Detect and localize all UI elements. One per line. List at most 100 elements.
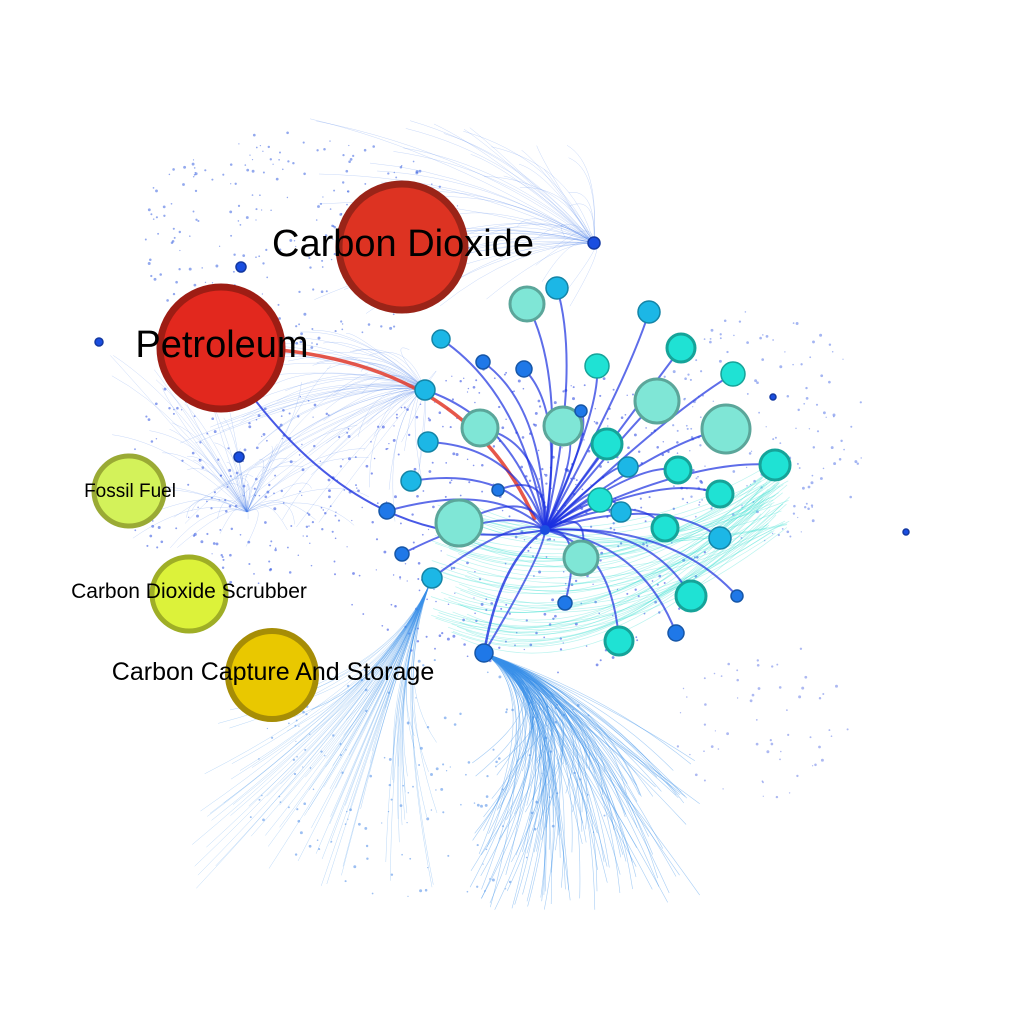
cloud-point [513,390,515,393]
graph-node[interactable] [417,431,439,453]
graph-node[interactable] [665,332,697,364]
graph-node[interactable] [708,526,732,550]
fan-edge [483,652,633,863]
graph-node[interactable] [769,393,777,401]
cloud-point [636,639,639,642]
fan-edge [443,462,789,613]
graph-node[interactable] [610,501,632,523]
fan-edge [400,347,425,389]
graph-node[interactable] [902,528,910,536]
graph-node[interactable] [545,276,569,300]
graph-node[interactable] [421,567,443,589]
graph-node[interactable] [650,513,680,543]
cloud-point [505,371,508,374]
cloud-point [312,288,315,291]
cloud-point [599,559,602,562]
cloud-point [606,417,609,420]
graph-node[interactable] [562,539,600,577]
cloud-point [493,377,496,380]
graph-node[interactable] [235,261,247,273]
cloud-point [663,375,666,378]
graph-node[interactable] [574,404,588,418]
cloud-point [388,442,390,445]
graph-node[interactable] [587,236,601,250]
graph-node[interactable] [587,487,613,513]
graph-node[interactable] [400,470,422,492]
graph-node[interactable] [508,285,546,323]
fan-edge [456,485,763,558]
fan-edge [483,652,583,832]
fossil-fuel-node[interactable] [91,453,167,529]
graph-node[interactable] [557,595,573,611]
graph-node[interactable] [460,408,500,448]
graph-node[interactable] [667,624,685,642]
graph-node[interactable] [475,354,491,370]
graph-node[interactable] [603,625,635,657]
graph-node[interactable] [394,546,410,562]
cloud-point [196,514,199,518]
graph-node[interactable] [233,451,245,463]
graph-node[interactable] [515,360,533,378]
cloud-point [194,171,196,174]
graph-node[interactable] [584,353,610,379]
cloud-point [689,450,691,452]
graph-node[interactable] [637,300,661,324]
cloud-point [325,412,329,416]
graph-node[interactable] [491,483,505,497]
cloud-point [654,600,657,604]
cloud-point [685,424,688,427]
cloud-point [299,490,301,493]
cloud-point [644,520,647,523]
graph-node[interactable] [758,448,792,482]
fan-edge [483,652,556,830]
graph-node[interactable] [94,337,104,347]
cloud-point [173,236,176,239]
cloud-point [699,416,702,419]
cloud-point [704,465,706,467]
graph-node[interactable] [431,329,451,349]
fan-edge [478,652,514,855]
graph-node[interactable] [434,498,484,548]
cloud-point [849,495,852,499]
graph-node[interactable] [700,403,752,455]
fan-edge [483,652,565,786]
petroleum-label: Petroleum [135,324,308,366]
graph-node[interactable] [663,455,693,485]
cloud-point [807,485,811,489]
cloud-point [269,544,272,547]
graph-node[interactable] [705,479,735,509]
graph-node[interactable] [590,427,624,461]
fan-edge [186,499,248,518]
cloud-point [192,159,195,161]
cloud-point [551,824,555,828]
fan-edge [246,445,273,513]
cloud-point [300,332,303,336]
graph-node[interactable] [720,361,746,387]
hub-node[interactable] [540,525,550,535]
graph-node[interactable] [378,502,396,520]
cloud-point [676,441,679,444]
fan-edge [483,652,584,824]
petroleum-node[interactable] [156,283,286,413]
cloud-point [340,213,343,215]
cloud-point [383,550,387,554]
graph-node[interactable] [633,377,681,425]
graph-node[interactable] [674,579,708,613]
fan-edge [483,652,537,852]
carbon-dioxide-scrubber-node[interactable] [149,554,229,634]
carbon-capture-and-storage-node[interactable] [225,628,319,722]
cloud-point [311,520,315,524]
graph-node[interactable] [542,405,584,447]
fan-edge [448,477,763,613]
graph-node[interactable] [474,643,494,663]
cloud-point [415,697,417,699]
cloud-point [758,411,760,414]
graph-node[interactable] [730,589,744,603]
graph-node[interactable] [617,456,639,478]
carbon-dioxide-node[interactable] [335,180,469,314]
cloud-point [534,423,537,427]
graph-node[interactable] [414,379,436,401]
cloud-point [303,312,307,316]
cloud-point [357,489,360,493]
cloud-point [771,665,774,668]
